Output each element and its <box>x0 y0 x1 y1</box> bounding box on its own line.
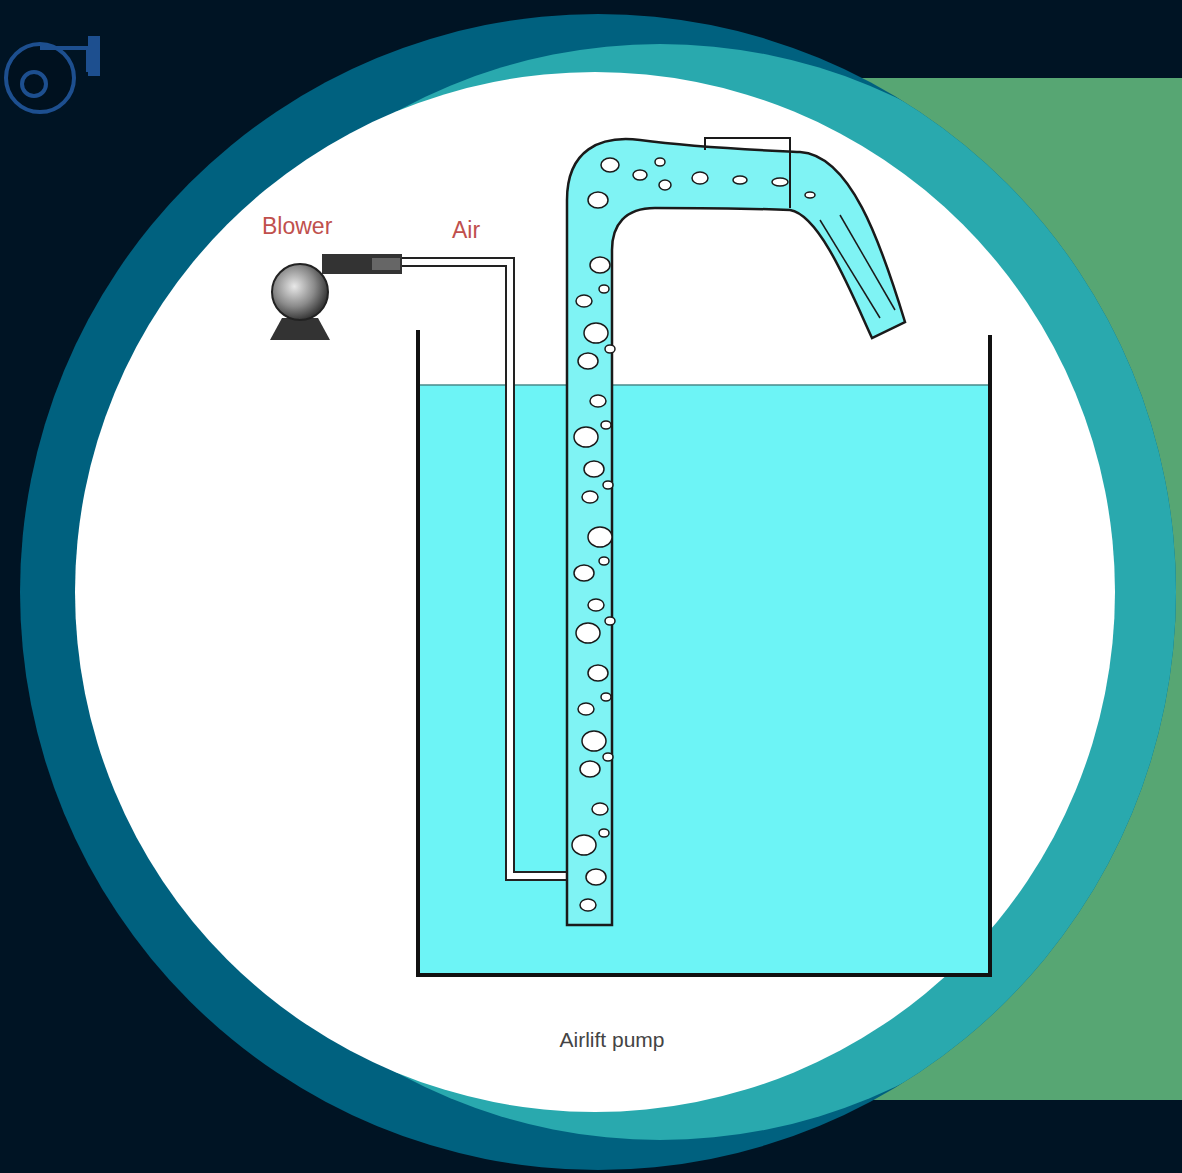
air-bubble <box>805 192 815 198</box>
part-label: Air <box>452 218 480 243</box>
air-bubble <box>599 285 609 293</box>
air-bubble <box>588 599 604 611</box>
air-bubble <box>578 353 598 369</box>
white-disc <box>75 72 1115 1112</box>
air-bubble <box>733 176 747 184</box>
air-bubble <box>588 665 608 681</box>
air-bubble <box>590 395 606 407</box>
blower-symbol <box>270 254 402 340</box>
air-bubble <box>599 557 609 565</box>
air-bubble <box>586 869 606 885</box>
air-bubble <box>580 761 600 777</box>
air-bubble <box>603 481 613 489</box>
air-bubble <box>574 565 594 581</box>
air-bubble <box>605 345 615 353</box>
air-bubble <box>588 192 608 208</box>
air-bubble <box>576 295 592 307</box>
air-tube <box>400 262 574 876</box>
part-label: Blower <box>262 214 332 239</box>
air-bubble <box>582 491 598 503</box>
diagram-caption: Airlift pump <box>559 1028 664 1051</box>
air-bubble <box>601 158 619 172</box>
air-bubbles <box>572 158 815 911</box>
riser-pipe <box>567 139 905 925</box>
air-bubble <box>772 178 788 186</box>
air-bubble <box>572 835 596 855</box>
tank-water <box>418 385 990 975</box>
air-bubble <box>590 257 610 273</box>
air-bubble <box>655 158 665 166</box>
air-bubble <box>582 731 606 751</box>
logo-icon <box>6 38 98 112</box>
air-bubble <box>580 899 596 911</box>
air-bubble <box>601 693 611 701</box>
air-tube-bore <box>400 262 574 876</box>
air-bubble <box>633 170 647 180</box>
air-bubble <box>576 623 600 643</box>
air-bubble <box>584 323 608 343</box>
air-bubble <box>584 461 604 477</box>
air-bubble <box>578 703 594 715</box>
air-bubble <box>574 427 598 447</box>
air-bubble <box>605 617 615 625</box>
water-surface <box>418 384 990 386</box>
air-bubble <box>692 172 708 184</box>
air-bubble <box>588 527 612 547</box>
air-bubble <box>592 803 608 815</box>
air-bubble <box>659 180 671 190</box>
tank-wall <box>418 330 990 975</box>
air-bubble <box>603 753 613 761</box>
vent-line <box>705 138 790 208</box>
air-bubble <box>599 829 609 837</box>
air-bubble <box>601 421 611 429</box>
